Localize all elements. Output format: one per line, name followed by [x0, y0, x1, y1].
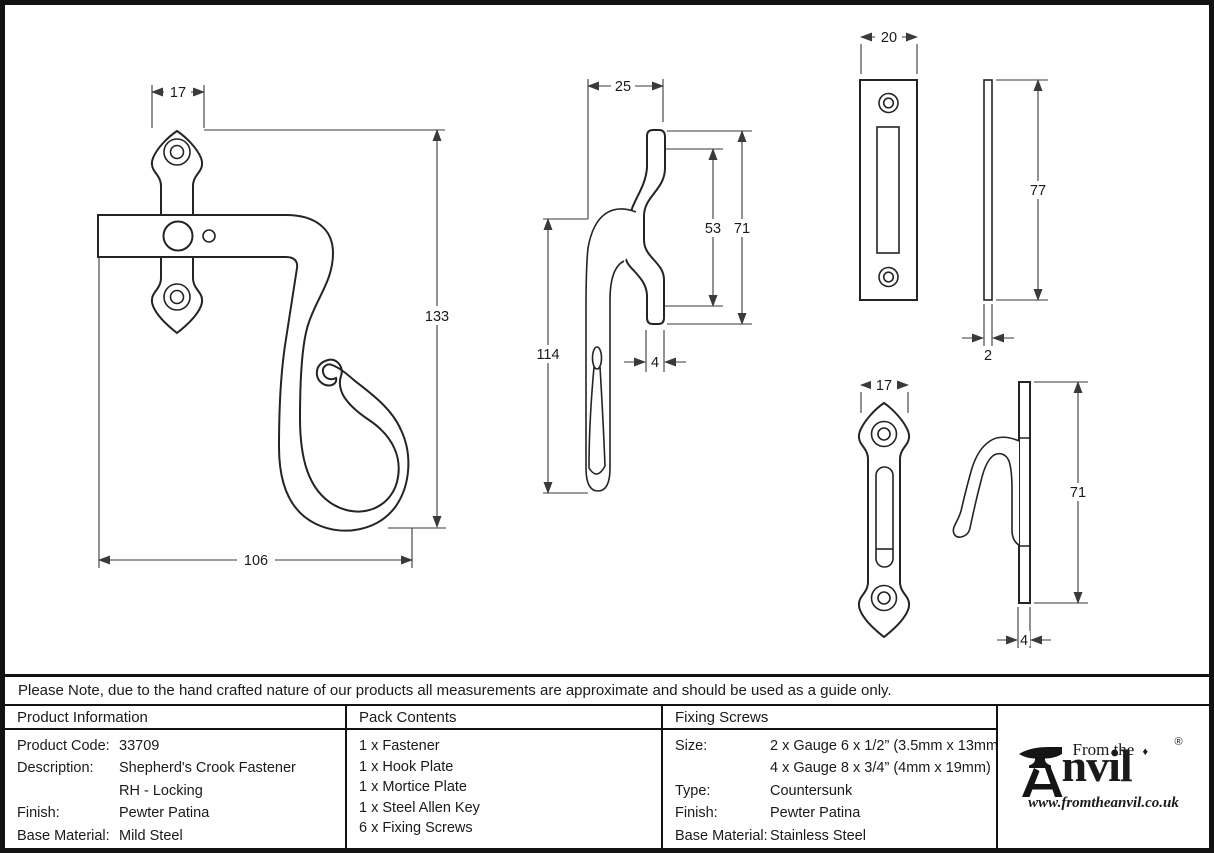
mortice-slot [876, 126, 900, 254]
dim-length: 106 [244, 553, 268, 569]
field-value: 33709 [119, 738, 160, 754]
fastener-side-drawing: 25 114 53 71 4 [530, 78, 756, 494]
dim-height: 133 [425, 309, 449, 325]
logo-url: www.fromtheanvil.co.uk [1028, 795, 1179, 811]
field-label: Product Code: [17, 738, 110, 754]
hook-plate-front [857, 401, 911, 639]
grub-screw-hole [202, 229, 216, 243]
dim-hook-thickness: 4 [1020, 633, 1028, 649]
field-label: Description: [17, 760, 94, 777]
hook-screw-bottom-inner [877, 591, 891, 605]
hook-plate-side [1018, 381, 1031, 604]
field-label: Finish: [675, 805, 718, 822]
dim-thickness: 4 [651, 355, 659, 371]
backplate-screw-top-inner [169, 144, 185, 160]
dim-plate-height: 71 [734, 221, 750, 237]
product-information-column: Product Information Product Code: 33709 … [5, 706, 347, 848]
pack-item: 1 x Fastener [359, 738, 440, 754]
field-value: Mild Steel [119, 827, 183, 844]
field-label: Base Material: [17, 827, 110, 844]
fixing-screws-body: Size: 2 x Gauge 6 x 1/2” (3.5mm x 13mm) … [663, 730, 996, 848]
hook-screw-top [870, 420, 898, 448]
dim-hook-height: 71 [1070, 485, 1086, 501]
dim-handle-height: 114 [536, 347, 559, 363]
fixing-screws-header: Fixing Screws [663, 706, 996, 730]
mortice-screw-top-inner [882, 97, 895, 109]
field-label [17, 781, 119, 803]
field-label: Finish: [17, 805, 60, 822]
dim-mortice-thickness: 2 [984, 348, 992, 364]
mortice-screw-bottom [878, 266, 899, 288]
field-label: Size: [675, 738, 708, 754]
field-value: Shepherd's Crook Fastener [119, 760, 296, 777]
note-bar: Please Note, due to the hand crafted nat… [5, 674, 1209, 706]
brand-column: From the ♦ ® nvil www.fromtheanvil.co.uk [998, 706, 1209, 848]
pivot-hole [162, 220, 194, 252]
dim-hook-width: 17 [876, 378, 892, 394]
from-the-anvil-logo: From the ♦ ® nvil www.fromtheanvil.co.uk [1015, 736, 1193, 817]
pack-contents-body: 1 x Fastener 1 x Hook Plate 1 x Mortice … [347, 730, 661, 848]
mortice-plate-drawing: 20 77 2 [859, 29, 1053, 364]
field-value: Countersunk [770, 782, 853, 799]
product-information-body: Product Code: 33709 Description: Shepher… [5, 730, 345, 848]
dim-mortice-height: 77 [1030, 183, 1046, 199]
note-text: Please Note, due to the hand crafted nat… [18, 682, 892, 699]
hook [952, 436, 1020, 546]
mortice-screw-top [878, 92, 899, 114]
hook-weld-edges [1019, 437, 1030, 547]
pack-contents-header: Pack Contents [347, 706, 661, 730]
technical-drawings: 17 133 106 25 114 [5, 5, 1209, 674]
pack-item: 6 x Fixing Screws [359, 820, 473, 837]
handle-taper-detail [591, 346, 603, 370]
field-label: Type: [675, 782, 711, 799]
backplate-screw-top [163, 138, 191, 166]
dim-plate-inner: 53 [705, 221, 721, 237]
fastener-side-plate [624, 129, 666, 325]
hook-screw-top-inner [877, 427, 891, 441]
diamond-icon: ♦ [1142, 746, 1149, 758]
field-label [675, 758, 770, 780]
pack-item: 1 x Mortice Plate [359, 779, 467, 796]
dim-projection: 25 [615, 79, 631, 95]
logo-wordmark: nvil [1061, 740, 1133, 791]
pack-contents-column: Pack Contents 1 x Fastener 1 x Hook Plat… [347, 706, 663, 848]
field-label: Base Material: [675, 827, 768, 844]
drawings-canvas: 17 133 106 25 114 [97, 29, 1092, 649]
fastener-front-drawing: 17 133 106 [97, 83, 454, 569]
dim-plate-width: 17 [170, 85, 186, 101]
field-value: RH - Locking [119, 782, 203, 799]
logo-from-the-text: From the [1072, 740, 1135, 759]
pack-item: 1 x Steel Allen Key [359, 799, 480, 816]
mortice-screw-bottom-inner [882, 271, 895, 283]
mortice-plate-side [983, 79, 993, 301]
field-value: 2 x Gauge 6 x 1/2” (3.5mm x 13mm) [770, 738, 996, 754]
field-value: 4 x Gauge 8 x 3/4” (4mm x 19mm) [770, 760, 991, 777]
backplate-screw-bottom [163, 283, 191, 311]
handle-taper-lines [588, 366, 606, 475]
dim-mortice-width: 20 [881, 30, 897, 46]
anvil-icon [1017, 745, 1063, 802]
hook-screw-bottom [870, 584, 898, 612]
hook-plate-slot [875, 466, 894, 568]
fixing-screws-column: Fixing Screws Size: 2 x Gauge 6 x 1/2” (… [663, 706, 998, 848]
fastener-side-handle [585, 208, 637, 492]
field-value: Stainless Steel [770, 827, 866, 844]
registered-trademark: ® [1174, 736, 1183, 748]
crook-handle [97, 214, 410, 532]
product-information-header: Product Information [5, 706, 345, 730]
field-value: Pewter Patina [770, 805, 861, 822]
pack-item: 1 x Hook Plate [359, 758, 454, 775]
field-value: Pewter Patina [119, 805, 210, 822]
backplate-screw-bottom-inner [169, 289, 185, 305]
hook-plate-drawing: 17 71 4 [857, 377, 1092, 649]
mortice-plate-front [859, 79, 918, 301]
info-table: Product Information Product Code: 33709 … [5, 706, 1209, 848]
